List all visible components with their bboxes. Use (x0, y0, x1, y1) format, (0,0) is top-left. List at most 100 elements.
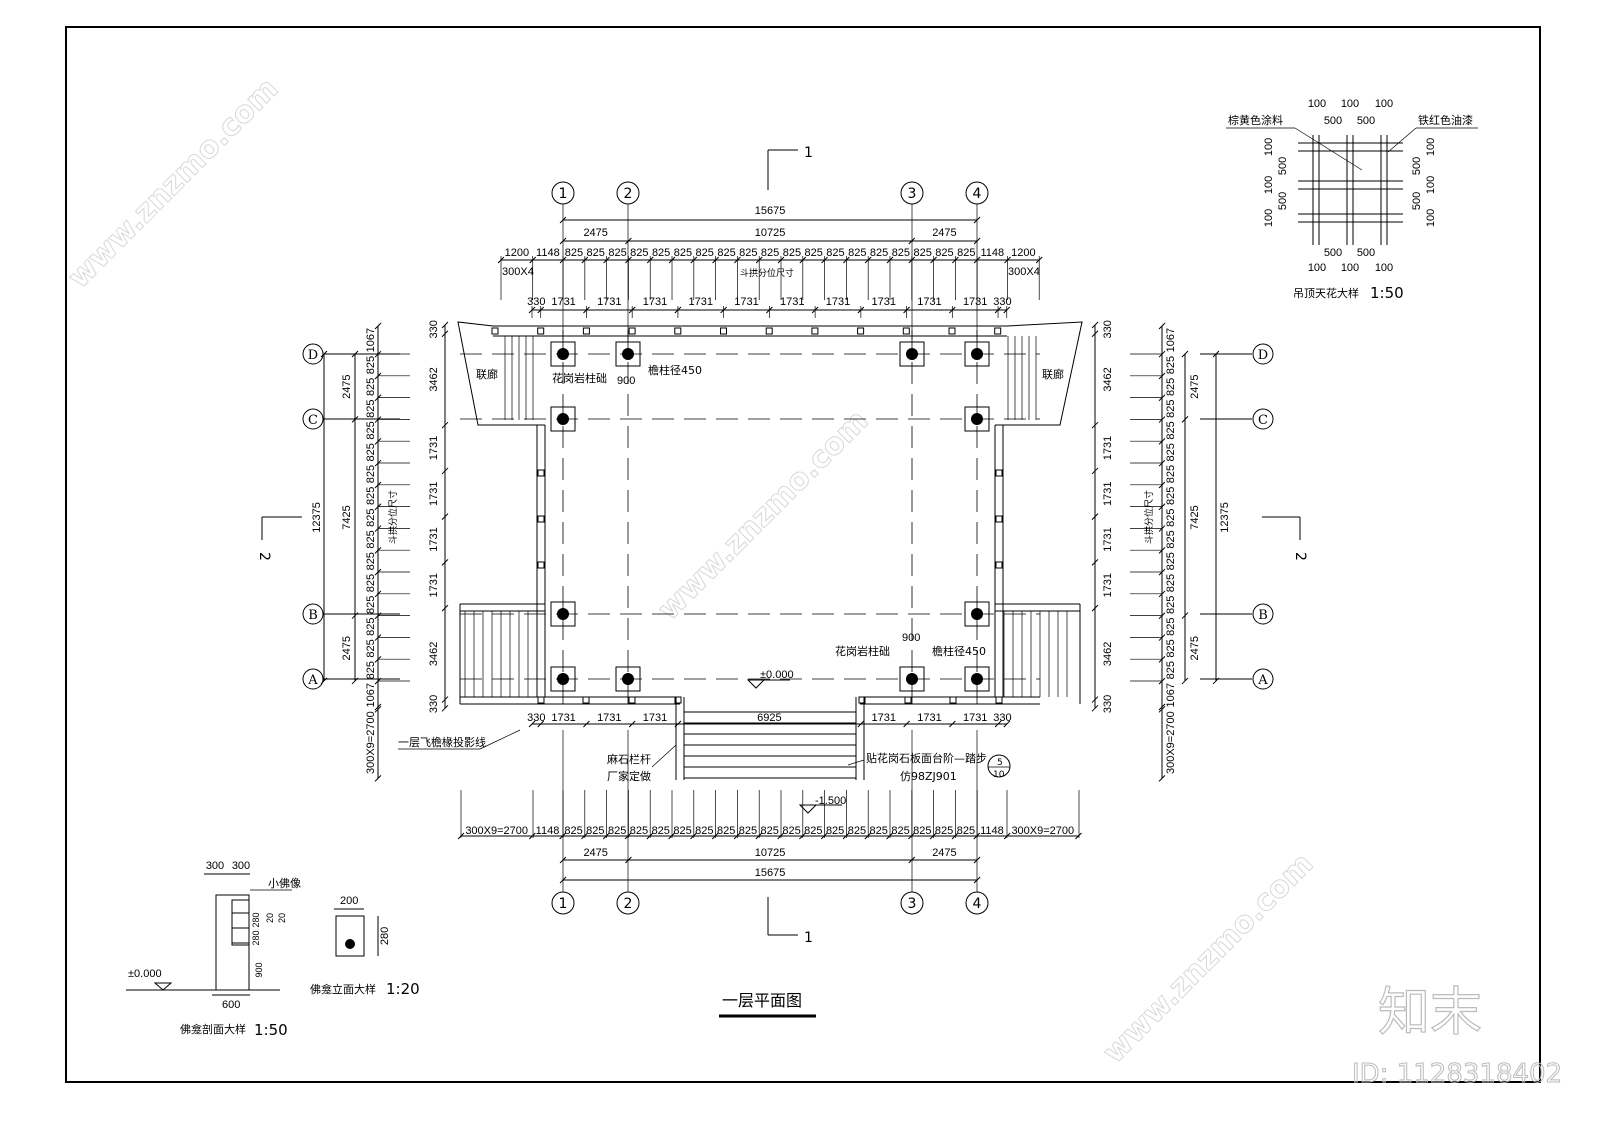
axis-label-D: D (308, 348, 318, 363)
axis-label-C: C (1258, 413, 1268, 428)
post (537, 696, 545, 704)
dim-bottom-bracket-spacing-label: 825 (630, 825, 648, 837)
dim-top-bracket-spacing-label: 1200 (505, 247, 529, 259)
dim-bottom-bracket-spacing-label: 825 (608, 825, 626, 837)
side-note-left: 300X4 (502, 266, 534, 278)
ceiling-dim: 100 (1263, 176, 1275, 194)
column-diameter-label-2: 檐柱径450 (932, 644, 986, 658)
dim-bottom-bracket-spacing-label: 1148 (980, 825, 1004, 837)
bracket-note-side: 斗拱分位尺寸 (1143, 490, 1155, 544)
dim-left-bracket-spacing-label: 825 (365, 530, 377, 548)
dim-top-columns-label: 1731 (871, 296, 895, 308)
niche-section-title: 佛龛剖面大样 (180, 1022, 246, 1036)
dim-top-bracket-spacing-label: 825 (696, 247, 714, 259)
drawing-title: 一层平面图 (722, 991, 802, 1010)
level-symbol (798, 804, 818, 814)
corridor-label-right: 联廊 (1042, 367, 1064, 381)
dim-top-bracket-spacing-label: 825 (826, 247, 844, 259)
axis-bubble-D (302, 343, 324, 365)
dim-top-columns-label: 330 (527, 296, 545, 308)
section-1-top: 1 (804, 145, 813, 161)
buddha-statue-icon (345, 939, 355, 949)
post (858, 696, 866, 704)
corridor-outline-left (457, 321, 494, 426)
dim-right-axes-label: 2475 (1189, 374, 1201, 398)
ceiling-dim: 500 (1324, 115, 1342, 127)
dim-bottom-bracket-spacing-label: 825 (848, 825, 866, 837)
dim-left-axes-label: 2475 (341, 374, 353, 398)
niche-level: ±0.000 (128, 968, 162, 980)
column-base (550, 601, 576, 627)
dim-right-columns-label: 330 (1102, 695, 1114, 713)
dim-right-columns-label: 1731 (1102, 573, 1114, 597)
post (628, 327, 636, 335)
dim-left-bracket-spacing-label: 825 (365, 574, 377, 592)
watermark-text: www.znzmo.com (1096, 846, 1320, 1070)
post (491, 327, 499, 335)
column-base (964, 406, 990, 432)
niche-dim: 300 (232, 860, 250, 872)
post (537, 327, 545, 335)
column (906, 673, 918, 685)
dim-right-bracket-spacing-label: 825 (1165, 508, 1177, 526)
axis-label-A: A (1257, 673, 1268, 688)
level-main: ±0.000 (760, 669, 794, 681)
dim-top-bracket-spacing-label: 825 (957, 247, 975, 259)
dim-left-bracket-spacing-label: 825 (365, 378, 377, 396)
axis-label-2: 2 (624, 186, 633, 202)
railing-maker-label: 厂家定做 (607, 769, 651, 783)
axis-bubble-D (1252, 343, 1274, 365)
brand-logo: 知末 (1378, 983, 1482, 1043)
dim-left-bracket-spacing-label: 825 (365, 596, 377, 614)
ceiling-detail: 1001001001001001005005005005001001001005… (1226, 98, 1478, 274)
dim-right-bracket-spacing-label: 825 (1165, 530, 1177, 548)
niche-elev-height: 280 (379, 927, 391, 945)
dim-right-bracket-spacing-label: 825 (1165, 661, 1177, 679)
granite-base-label-2: 花岗岩柱础 (835, 644, 890, 658)
dim-left-columns-label: 3462 (428, 367, 440, 391)
axis-label-4: 4 (973, 896, 982, 912)
level-symbol (153, 982, 173, 991)
dim-left-bracket-spacing-label: 825 (365, 356, 377, 374)
dim-top-bracket-spacing-label: 825 (587, 247, 605, 259)
dim-bottom-columns-label: 1731 (597, 712, 621, 724)
column-base (964, 601, 990, 627)
dim-top-bracket-spacing-label: 825 (805, 247, 823, 259)
level-lower: -1.500 (815, 795, 846, 807)
column-base (550, 341, 576, 367)
post (995, 515, 1003, 523)
axis-label-3: 3 (908, 186, 917, 202)
post (674, 327, 682, 335)
column-base (550, 406, 576, 432)
column (971, 608, 983, 620)
dim-right-columns-label: 1731 (1102, 436, 1114, 460)
dim-top-bracket-spacing-label: 825 (913, 247, 931, 259)
column (622, 673, 634, 685)
dim-bottom-columns-label: 1731 (551, 712, 575, 724)
dim-right-axes-label: 7425 (1189, 505, 1201, 529)
dim-top-bracket-spacing-label: 825 (739, 247, 757, 259)
axis-bubble-A (302, 668, 324, 690)
post (857, 327, 865, 335)
leader (479, 729, 521, 750)
leader (651, 744, 677, 768)
dim-right-bracket-spacing-label: 825 (1165, 443, 1177, 461)
axis-label-C: C (308, 413, 318, 428)
leader (1387, 127, 1417, 153)
ceiling-title: 吊顶天花大样 (1293, 286, 1359, 300)
dim-right-bracket-spacing-label: 825 (1165, 421, 1177, 439)
level-symbol (746, 679, 766, 689)
post (582, 327, 590, 335)
column-base (899, 666, 925, 692)
axis-bubble-C (302, 408, 324, 430)
niche-elev-scale: 1:20 (386, 980, 420, 998)
dim-bottom-bracket-spacing-label: 825 (761, 825, 779, 837)
dim-left-bracket-spacing-label: 825 (365, 508, 377, 526)
dim-right-bracket-spacing-label: 825 (1165, 487, 1177, 505)
post (765, 327, 773, 335)
ceiling-dim: 100 (1425, 209, 1437, 227)
axis-bubble-B (1252, 603, 1274, 625)
dim-left-bracket-spacing-label: 1067 (365, 328, 377, 352)
